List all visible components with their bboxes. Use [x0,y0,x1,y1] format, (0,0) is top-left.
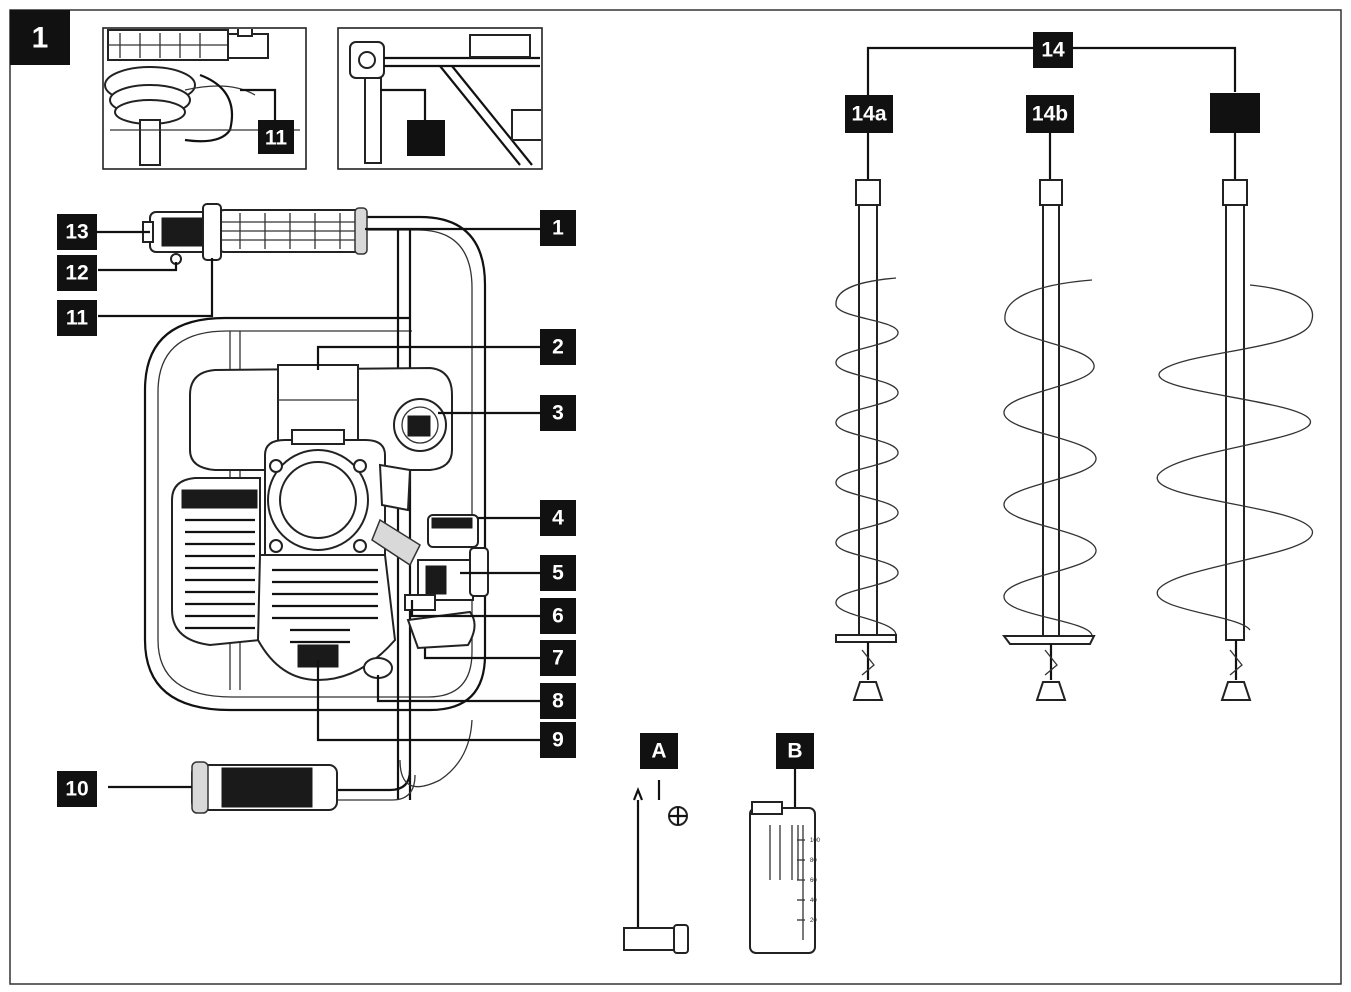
svg-text:12: 12 [65,262,88,285]
auger-label-14b: 14b [1026,95,1074,133]
part-label-13: 13 [57,214,97,250]
svg-text:14a: 14a [851,103,886,126]
part-label-6: 6 [540,598,576,634]
figure-frame [9,9,1342,985]
side-handle-grip [191,761,338,814]
inset-right [337,27,543,170]
bottle-scale-mark-3: 60 [810,878,817,884]
frame-tube [143,215,487,712]
inset-right-label-box [407,120,445,156]
switch-housing [142,203,222,265]
svg-text:9: 9 [552,729,564,752]
bottle-scale-mark-1: 100 [810,838,821,844]
auger-14a [835,179,899,701]
svg-text:7: 7 [552,647,564,670]
svg-text:4: 4 [552,507,564,530]
muffler-cover [256,554,397,682]
svg-text:14b: 14b [1032,103,1068,126]
top-handle-grip [217,207,368,255]
bottle-scale-mark-5: 20 [810,918,817,924]
accessory-b-mixing-bottle: B 100 80 60 40 20 [749,733,821,954]
svg-text:14: 14 [1041,39,1065,62]
bottle-scale-mark-4: 40 [810,898,817,904]
starter-housing [171,477,261,647]
earth-auger-machine [142,203,489,814]
svg-text:11: 11 [66,307,89,330]
auger-label-14a: 14a [845,95,893,133]
part-label-12: 12 [57,255,97,291]
svg-text:6: 6 [552,605,564,628]
svg-text:2: 2 [552,336,564,359]
auger-label-14c [1210,93,1260,133]
figure-number-badge: 1 [10,10,70,65]
svg-text:1: 1 [552,217,564,240]
inset-left-label: 11 [265,127,288,150]
auger-group-label: 14 [1033,32,1073,68]
svg-text:10: 10 [65,778,88,801]
auger-14b [1002,179,1097,701]
auger-14c [1156,179,1314,701]
bottle-scale-mark-2: 80 [810,858,817,864]
accessory-a-spark-plug-wrench: A [623,733,689,954]
part-label-10: 10 [57,771,97,807]
auger-group: 14 14a 14b [835,32,1314,701]
svg-text:13: 13 [65,221,88,244]
svg-text:8: 8 [552,690,564,713]
part-label-7: 7 [540,640,576,676]
figure-number: 1 [32,22,49,55]
part-label-5: 5 [540,555,576,591]
part-label-4: 4 [540,500,576,536]
svg-text:5: 5 [552,562,564,585]
accessory-label-b: B [787,740,802,763]
inset-left: 11 [102,27,307,170]
svg-text:3: 3 [552,402,564,425]
part-label-1: 1 [540,210,576,246]
part-label-9: 9 [540,722,576,758]
engine-block [264,429,386,561]
part-label-2: 2 [540,329,576,365]
accessory-label-a: A [651,740,666,763]
part-label-11: 11 [57,300,97,336]
leader-lines [96,227,540,789]
part-label-3: 3 [540,395,576,431]
part-label-8: 8 [540,683,576,719]
